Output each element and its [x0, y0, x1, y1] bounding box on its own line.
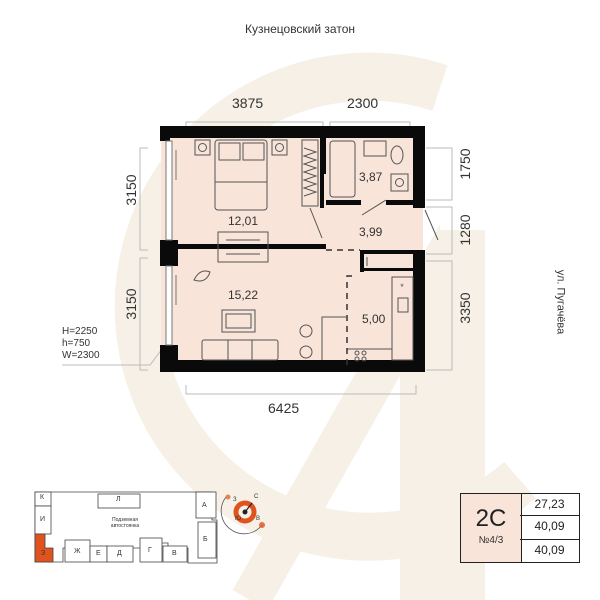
dim-top-left: 3875: [232, 95, 264, 111]
section-z: З: [41, 550, 46, 557]
section-a: А: [202, 502, 207, 509]
section-l: Л: [116, 496, 121, 503]
section-i: И: [40, 516, 46, 523]
compass-south: Ю: [235, 516, 242, 522]
section-d: Д: [117, 550, 122, 557]
section-zh: Ж: [74, 548, 81, 555]
parking-label: Подземная автостоянка: [110, 517, 140, 529]
section-v: В: [172, 550, 177, 557]
section-k: К: [40, 494, 45, 501]
window-note: H=2250 h=750 W=2300: [62, 326, 100, 362]
total-area-with-balcony: 40,09: [520, 539, 580, 563]
total-area: 40,09: [520, 516, 580, 540]
area-values: 27,23 40,09 40,09: [520, 493, 580, 563]
apartment-number: №4/3: [478, 535, 504, 546]
room-area-kitchen: 5,00: [362, 312, 386, 326]
dim-bottom: 6425: [268, 400, 300, 416]
window-width: W=2300: [62, 350, 100, 361]
fridge-icon: *: [400, 282, 404, 292]
compass-east: В: [256, 516, 261, 522]
dim-top-right: 2300: [347, 95, 379, 111]
room-area-bathroom: 3,87: [359, 170, 383, 184]
furniture: [193, 139, 439, 362]
room-area-hallway: 3,99: [359, 225, 383, 239]
compass-north: С: [254, 494, 259, 500]
compass-west: З: [233, 497, 237, 503]
dimension-lines: [62, 121, 453, 395]
walls: [160, 126, 425, 372]
windows: [165, 140, 177, 346]
section-b: Б: [203, 536, 208, 543]
section-g: Г: [148, 547, 152, 554]
section-e: Е: [96, 550, 101, 557]
complex-title: Кузнецовский затон: [244, 22, 355, 36]
room-area-bedroom: 12,01: [228, 214, 259, 228]
apartment-type: 2С: [475, 505, 507, 532]
sill-height: h=750: [62, 338, 91, 349]
room-area-living: 15,22: [228, 288, 259, 302]
apartment-type-box: 2С №4/3: [460, 493, 522, 563]
living-area: 27,23: [520, 493, 580, 517]
window-height: H=2250: [62, 326, 98, 337]
zone-lines: [326, 249, 360, 370]
